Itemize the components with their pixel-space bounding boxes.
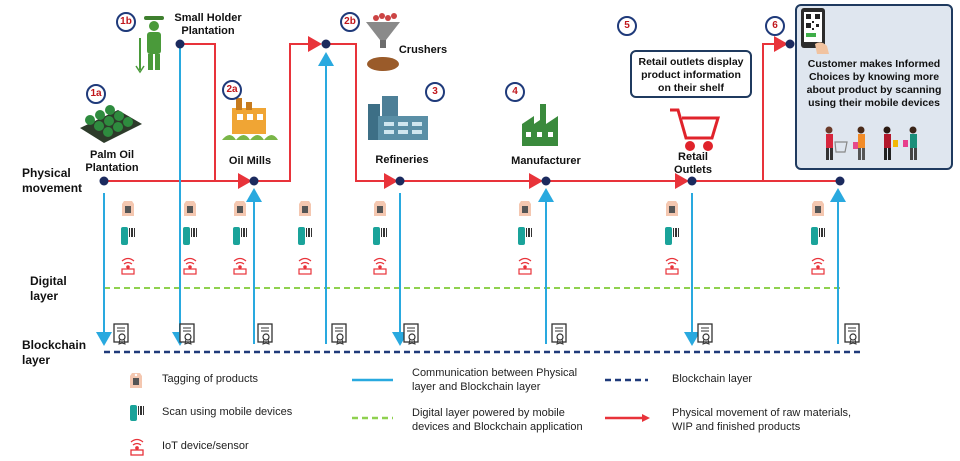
scanner-icon — [665, 227, 679, 245]
device-stack-0 — [121, 201, 135, 275]
iot-icon — [298, 257, 312, 275]
legend-iot-icon — [128, 436, 146, 456]
legend-tag-icon — [128, 370, 144, 390]
stage-number-1b: 1b — [116, 12, 136, 32]
scanner-icon — [518, 227, 532, 245]
iot-icon — [811, 257, 825, 275]
factory-icon — [522, 104, 558, 146]
certificate-icons — [113, 323, 860, 345]
tag-icon — [812, 201, 824, 216]
shoppers-icon — [825, 126, 917, 160]
legend-digital: Digital layer powered by mobile devices … — [412, 407, 583, 433]
communication-lines — [96, 48, 846, 346]
iot-icon — [233, 257, 247, 275]
stage-number-5: 5 — [617, 16, 637, 36]
certificate-icon — [257, 323, 273, 345]
row-label-blockchain: Blockchain layer — [22, 338, 87, 367]
oil-mill-icon — [222, 98, 278, 140]
stage-label-small-holder: Small Holder Plantation — [174, 12, 242, 37]
certificate-icon — [331, 323, 347, 345]
tag-icon — [519, 201, 531, 216]
crusher-icon — [366, 13, 400, 71]
physical-nodes — [99, 39, 845, 186]
refinery-icon — [368, 96, 428, 140]
row-label-digital: Digital layer — [30, 274, 67, 303]
legend-physical: Physical movement of raw materials, WIP … — [672, 407, 852, 433]
device-stack-1 — [183, 201, 197, 275]
device-stack-7 — [811, 201, 825, 275]
stage-number-1a: 1a — [86, 84, 106, 104]
legend-scan: Scan using mobile devices — [162, 406, 293, 418]
legend-tagging: Tagging of products — [162, 373, 259, 385]
farmer-icon — [135, 16, 164, 74]
device-stack-6 — [665, 201, 679, 275]
scanner-icon — [121, 227, 135, 245]
row-label-physical: Physical movement — [22, 166, 83, 195]
stage-label-oil-mills: Oil Mills — [228, 155, 272, 167]
stage-number-2b: 2b — [340, 12, 360, 32]
iot-icon — [518, 257, 532, 275]
legend-communication: Communication between Physical layer and… — [412, 367, 578, 393]
scanner-icon — [811, 227, 825, 245]
tag-icon — [122, 201, 134, 216]
device-stack-2 — [233, 201, 247, 275]
shopping-cart-icon — [670, 108, 721, 151]
legend-iot: IoT device/sensor — [162, 440, 249, 452]
tag-icon — [374, 201, 386, 216]
customer-callout: Customer makes Informed Choices by knowi… — [795, 4, 953, 170]
stage-number-6: 6 — [765, 16, 785, 36]
tag-icon — [234, 201, 246, 216]
device-stack-4 — [373, 201, 387, 275]
certificate-icon — [403, 323, 419, 345]
tag-icon — [184, 201, 196, 216]
certificate-icon — [179, 323, 195, 345]
stage-number-4: 4 — [505, 82, 525, 102]
scanner-icon — [183, 227, 197, 245]
scanner-icon — [298, 227, 312, 245]
tag-icon — [299, 201, 311, 216]
device-stack-5 — [518, 201, 532, 275]
scanner-icon — [233, 227, 247, 245]
iot-icon — [665, 257, 679, 275]
customer-callout-text: Customer makes Informed Choices by knowi… — [806, 58, 942, 109]
stage-number-3: 3 — [425, 82, 445, 102]
device-stack-3 — [298, 201, 312, 275]
stage-label-palm-oil: Palm Oil Plantation — [85, 149, 139, 174]
legend-blockchain: Blockchain layer — [672, 373, 753, 385]
stage-label-manufacturer: Manufacturer — [511, 155, 581, 167]
iot-icon — [121, 257, 135, 275]
legend-scan-icon — [128, 403, 146, 425]
certificate-icon — [551, 323, 567, 345]
stage-number-2a: 2a — [222, 80, 242, 100]
tag-icon — [666, 201, 678, 216]
scanner-icon — [373, 227, 387, 245]
stage-label-crushers: Crushers — [398, 44, 448, 56]
stage-label-retail-outlets: Retail Outlets — [674, 151, 712, 176]
certificate-icon — [113, 323, 129, 345]
legend-graphics — [352, 378, 650, 422]
stage-label-refineries: Refineries — [375, 154, 429, 166]
iot-icon — [183, 257, 197, 275]
iot-icon — [373, 257, 387, 275]
certificate-icon — [844, 323, 860, 345]
certificate-icon — [697, 323, 713, 345]
plantation-icon — [80, 105, 142, 143]
qr-phone-icon — [801, 8, 829, 54]
device-icons — [121, 201, 825, 275]
physical-movement-path — [104, 36, 840, 189]
retail-callout: Retail outlets display product informati… — [630, 50, 752, 98]
